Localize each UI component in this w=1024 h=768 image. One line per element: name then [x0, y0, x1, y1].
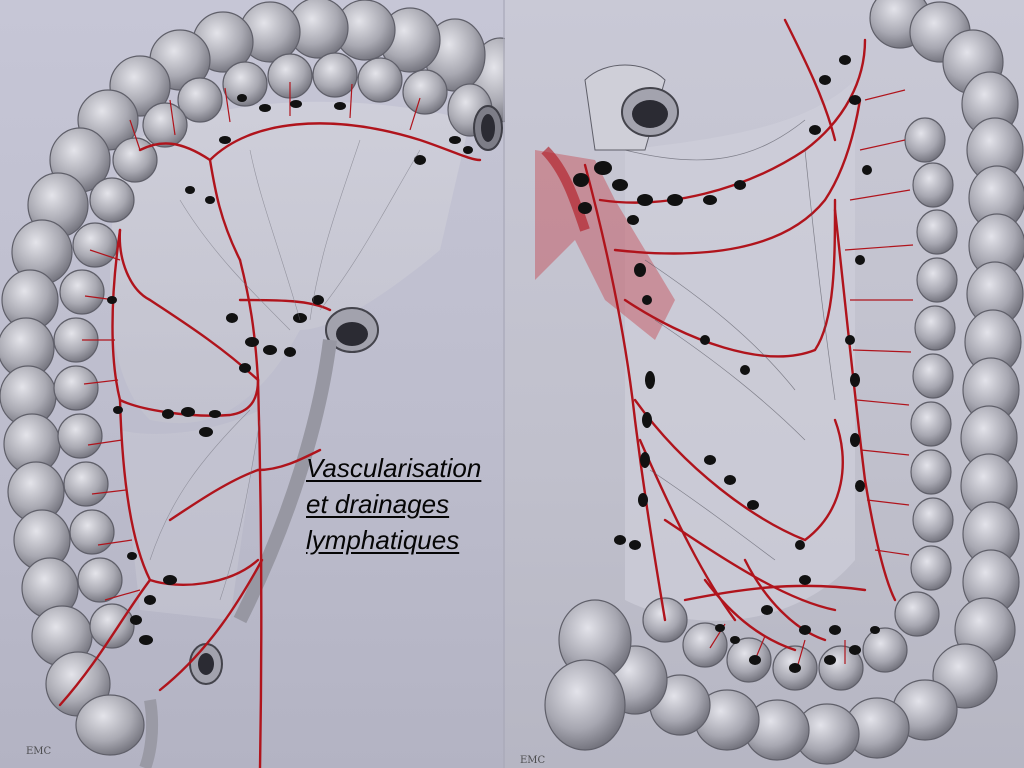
credit-left: EMC: [26, 746, 52, 757]
left-lymph-nodes: [107, 94, 473, 645]
caption-line-3: lymphatiques: [306, 525, 460, 555]
left-colon: [0, 0, 505, 756]
left-arteries: [58, 122, 482, 768]
right-vasa-recta: [709, 89, 914, 669]
right-anatomy-drawing: [535, 0, 1024, 765]
slide-caption: Vascularisation et drainages lymphatique…: [306, 450, 566, 558]
right-illustration: [505, 0, 1024, 768]
right-lymph-nodes: [573, 55, 880, 673]
panel-divider: [503, 0, 506, 768]
left-anatomy-drawing: [0, 0, 505, 768]
right-colon: [544, 0, 1024, 765]
caption-line-1: Vascularisation: [306, 453, 482, 483]
right-arteries: [583, 18, 897, 652]
credit-right: EMC: [520, 755, 546, 766]
right-bowel-cut-end: [584, 64, 679, 151]
left-illustration: [0, 0, 505, 768]
caption-line-2: et drainages: [306, 489, 450, 519]
left-bowel-cut-ends: [139, 105, 503, 768]
